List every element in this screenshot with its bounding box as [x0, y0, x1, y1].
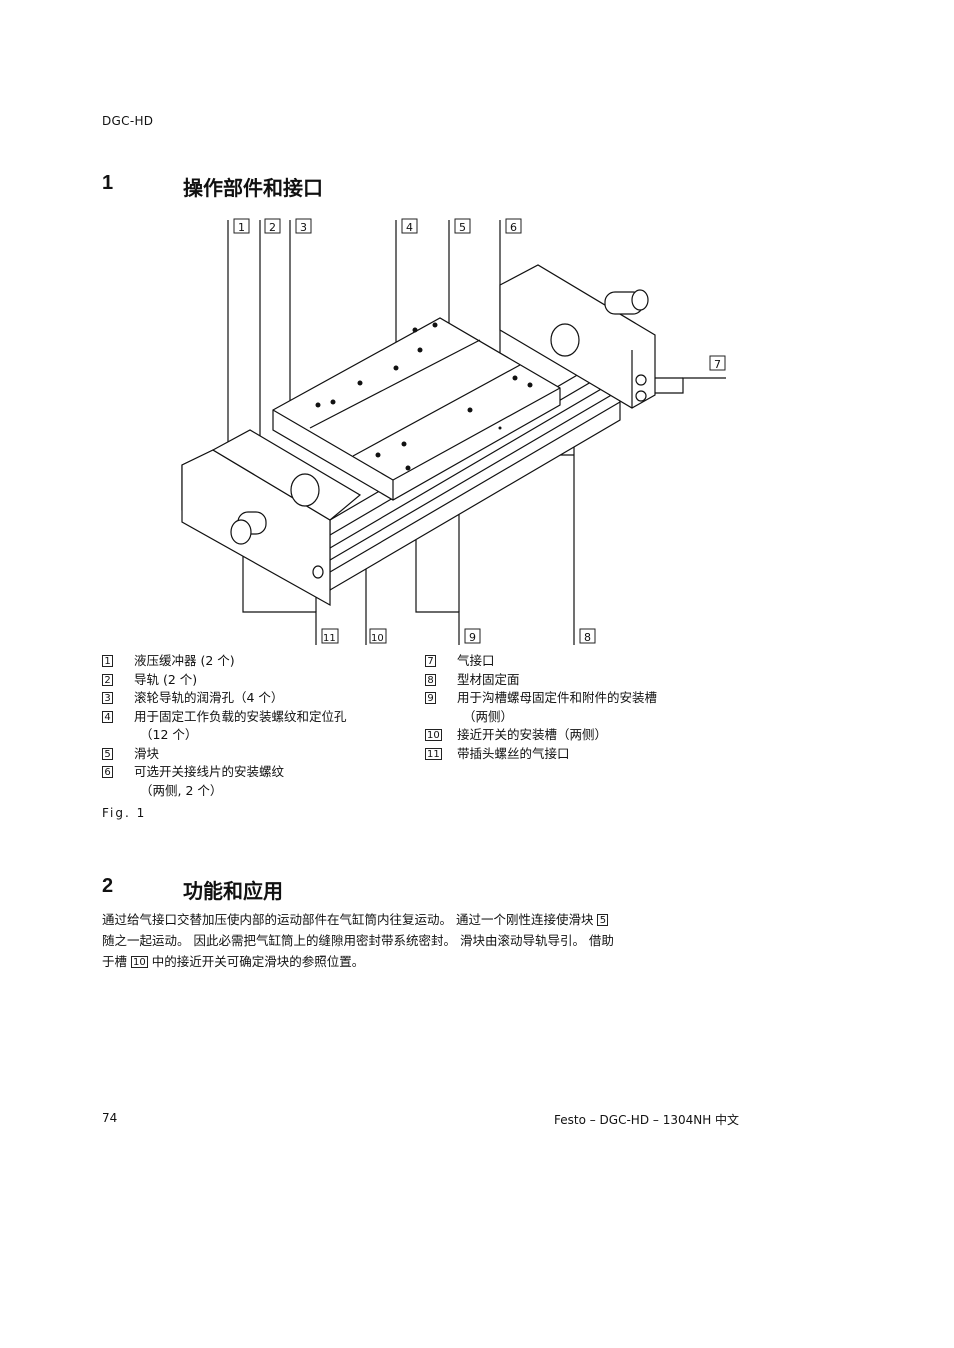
ref-box: 3 [102, 692, 113, 704]
ref-box: 1 [102, 655, 113, 667]
legend-item: 7 气接口 [425, 652, 745, 671]
ref-box: 7 [425, 655, 436, 667]
callout-3: 3 [300, 221, 307, 234]
header-product-code: DGC-HD [102, 114, 154, 128]
ref-box: 4 [102, 710, 113, 723]
ref-box: 11 [425, 747, 442, 760]
legend-continuation: （两侧, 2 个） [140, 782, 223, 798]
callout-4: 4 [406, 221, 413, 234]
section-title: 操作部件和接口 [183, 178, 323, 200]
legend-item: 8 型材固定面 [425, 671, 745, 690]
ref-box: 10 [425, 729, 442, 741]
legend-text: 液压缓冲器 (2 个) [134, 653, 235, 668]
legend-continuation: （12 个） [140, 727, 198, 742]
legend-continuation: （两侧） [463, 708, 514, 724]
legend-text: 接近开关的安装槽（两侧） [457, 727, 608, 742]
figure-1-drawing: 1 2 3 4 5 6 7 11 10 9 8 [181, 218, 726, 645]
paragraph-line: 中的接近开关可确定滑块的参照位置。 [151, 954, 365, 969]
legend-item: 9 用于沟槽螺母固定件和附件的安装槽 [425, 689, 745, 708]
section-1-heading: 1 操作部件和接口 [102, 172, 502, 200]
callout-10: 10 [371, 633, 384, 644]
figure-caption: Fig. 1 [102, 806, 147, 820]
legend-text: 导轨 (2 个) [134, 671, 198, 687]
ref-box: 5 [597, 914, 609, 926]
footer-document-id: Festo – DGC-HD – 1304NH 中文 [554, 1113, 740, 1127]
paragraph-line: 于槽 [102, 954, 128, 969]
section-2-heading: 2 功能和应用 [102, 875, 502, 903]
ref-box: 9 [425, 692, 436, 704]
callout-11: 11 [323, 633, 336, 644]
callout-9: 9 [469, 631, 476, 644]
legend-item: 4 用于固定工作负载的安装螺纹和定位孔 [102, 708, 422, 727]
legend-text: 滑块 [134, 745, 160, 761]
legend-text: 用于沟槽螺母固定件和附件的安装槽 [457, 690, 658, 705]
section-number: 2 [102, 875, 114, 897]
legend-item: 6 可选开关接线片的安装螺纹 [102, 763, 422, 782]
callout-8: 8 [584, 631, 591, 644]
legend-text: 带插头螺丝的气接口 [457, 745, 570, 761]
legend-text: 用于固定工作负载的安装螺纹和定位孔 [134, 708, 347, 724]
callout-6: 6 [510, 221, 517, 234]
legend-text: 滚轮导轨的润滑孔（4 个） [134, 690, 284, 705]
section-number: 1 [102, 172, 114, 194]
legend-text: 气接口 [457, 653, 495, 668]
ref-box: 2 [102, 673, 113, 686]
legend-item: 11 带插头螺丝的气接口 [425, 745, 745, 764]
paragraph-line: 随之一起运动。 因此必需把气缸筒上的缝隙用密封带系统密封。 滑块由滚动导轨导引。… [102, 933, 614, 948]
legend-item: 1 液压缓冲器 (2 个) [102, 652, 422, 671]
ref-box: 6 [102, 766, 113, 778]
callout-5: 5 [459, 221, 466, 234]
figure-legend-left: 1 液压缓冲器 (2 个) 2 导轨 (2 个) 3 滚轮导轨的润滑孔（4 个） 4 用… [102, 652, 422, 800]
legend-item: 10 接近开关的安装槽（两侧） [425, 726, 745, 745]
legend-text: 可选开关接线片的安装螺纹 [134, 764, 285, 779]
figure-legend-right: 7 气接口 8 型材固定面 9 用于沟槽螺母固定件和附件的安装槽 （两侧） 10 接近开… [425, 652, 745, 763]
legend-item: 3 滚轮导轨的润滑孔（4 个） [102, 689, 422, 708]
footer-page-number: 74 [102, 1111, 118, 1125]
ref-box: 10 [131, 956, 148, 968]
legend-text: 型材固定面 [457, 671, 520, 687]
callout-2: 2 [269, 221, 276, 234]
callout-7: 7 [714, 358, 721, 371]
ref-box: 5 [102, 747, 113, 760]
function-paragraph: 通过给气接口交替加压使内部的运动部件在气缸筒内往复运动。 通过一个刚性连接使滑块… [102, 909, 722, 972]
ref-box: 8 [425, 673, 436, 686]
legend-item: 2 导轨 (2 个) [102, 671, 422, 690]
paragraph-line: 通过给气接口交替加压使内部的运动部件在气缸筒内往复运动。 通过一个刚性连接使滑块 [102, 912, 594, 927]
section-title: 功能和应用 [183, 881, 283, 903]
legend-item: 5 滑块 [102, 745, 422, 764]
callout-1: 1 [238, 221, 245, 234]
